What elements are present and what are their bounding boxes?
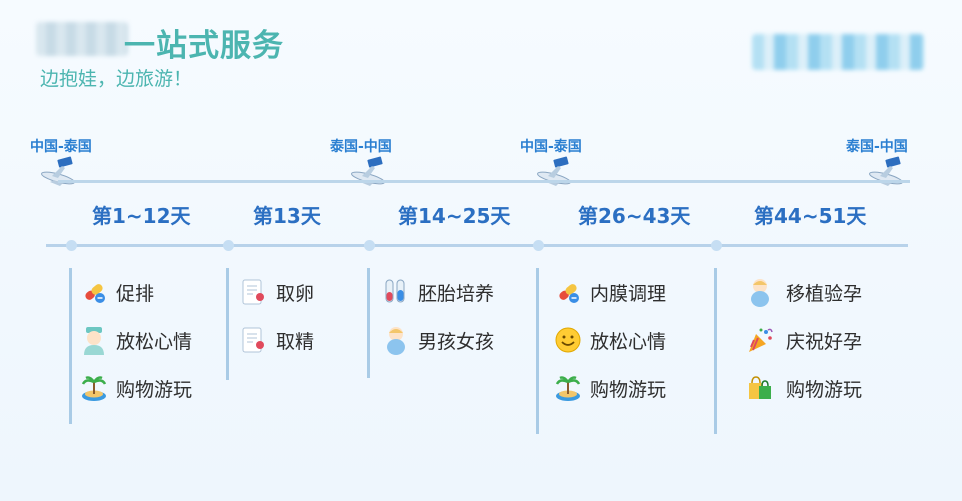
list-item: 胚胎培养 <box>382 278 494 306</box>
timeline-dot <box>66 240 77 251</box>
timeline-axis <box>46 244 908 247</box>
timeline-dot <box>223 240 234 251</box>
list-item: 内膜调理 <box>554 278 666 306</box>
shopping-bag-icon <box>746 374 774 402</box>
timeline-dot <box>533 240 544 251</box>
column-divider <box>226 268 229 380</box>
island-icon <box>554 374 582 402</box>
phase-label-1: 第1~12天 <box>92 204 191 228</box>
column-divider <box>367 268 370 378</box>
list-item: 购物游玩 <box>80 374 192 402</box>
pill-icon <box>554 278 582 306</box>
list-item: 取卵 <box>240 278 314 306</box>
list-item: 庆祝好孕 <box>746 326 862 354</box>
item-label: 购物游玩 <box>116 378 193 401</box>
pill-icon <box>80 278 108 306</box>
item-label: 移植验孕 <box>786 282 863 305</box>
item-label: 购物游玩 <box>590 378 667 401</box>
smiley-icon <box>554 326 582 354</box>
item-label: 购物游玩 <box>786 378 863 401</box>
island-icon <box>80 374 108 402</box>
item-label: 取精 <box>276 330 315 353</box>
flight-route-line <box>58 180 910 183</box>
timeline-dot <box>364 240 375 251</box>
page-title: 一站式服务 <box>124 28 284 64</box>
nurse-icon <box>80 326 108 355</box>
phase-label-2: 第13天 <box>253 204 321 228</box>
item-label: 庆祝好孕 <box>786 330 863 353</box>
item-label: 促排 <box>116 282 155 305</box>
baby-icon <box>382 326 410 355</box>
airplane-icon <box>41 156 75 186</box>
test-tube-icon <box>382 278 410 306</box>
list-item: 放松心情 <box>554 326 666 354</box>
blurred-brand-logo <box>752 34 924 70</box>
item-label: 内膜调理 <box>590 282 667 305</box>
blurred-title-logo <box>36 22 128 56</box>
airplane-icon <box>537 156 571 186</box>
page-subtitle: 边抱娃，边旅游！ <box>40 68 193 90</box>
document-icon <box>240 326 268 354</box>
column-divider <box>536 268 539 434</box>
list-item: 购物游玩 <box>554 374 666 402</box>
item-label: 放松心情 <box>590 330 667 353</box>
list-item: 放松心情 <box>80 326 193 355</box>
airplane-icon <box>869 156 903 186</box>
phase-label-3: 第14~25天 <box>398 204 511 228</box>
route-label-3: 中国-泰国 <box>520 139 582 155</box>
list-item: 取精 <box>240 326 314 354</box>
list-item: 购物游玩 <box>746 374 862 402</box>
airplane-icon <box>351 156 385 186</box>
document-icon <box>240 278 268 306</box>
column-divider <box>69 268 72 424</box>
list-item: 男孩女孩 <box>382 326 495 355</box>
route-label-2: 泰国-中国 <box>330 139 392 155</box>
party-popper-icon <box>746 326 774 354</box>
baby-icon <box>746 278 774 307</box>
route-label-1: 中国-泰国 <box>30 139 92 155</box>
item-label: 放松心情 <box>116 330 193 353</box>
phase-label-4: 第26~43天 <box>578 204 691 228</box>
timeline-dot <box>711 240 722 251</box>
list-item: 促排 <box>80 278 154 306</box>
list-item: 移植验孕 <box>746 278 863 307</box>
item-label: 胚胎培养 <box>418 282 495 305</box>
column-divider <box>714 268 717 434</box>
item-label: 取卵 <box>276 282 315 305</box>
phase-label-5: 第44~51天 <box>754 204 867 228</box>
item-label: 男孩女孩 <box>418 330 495 353</box>
route-label-4: 泰国-中国 <box>846 139 908 155</box>
